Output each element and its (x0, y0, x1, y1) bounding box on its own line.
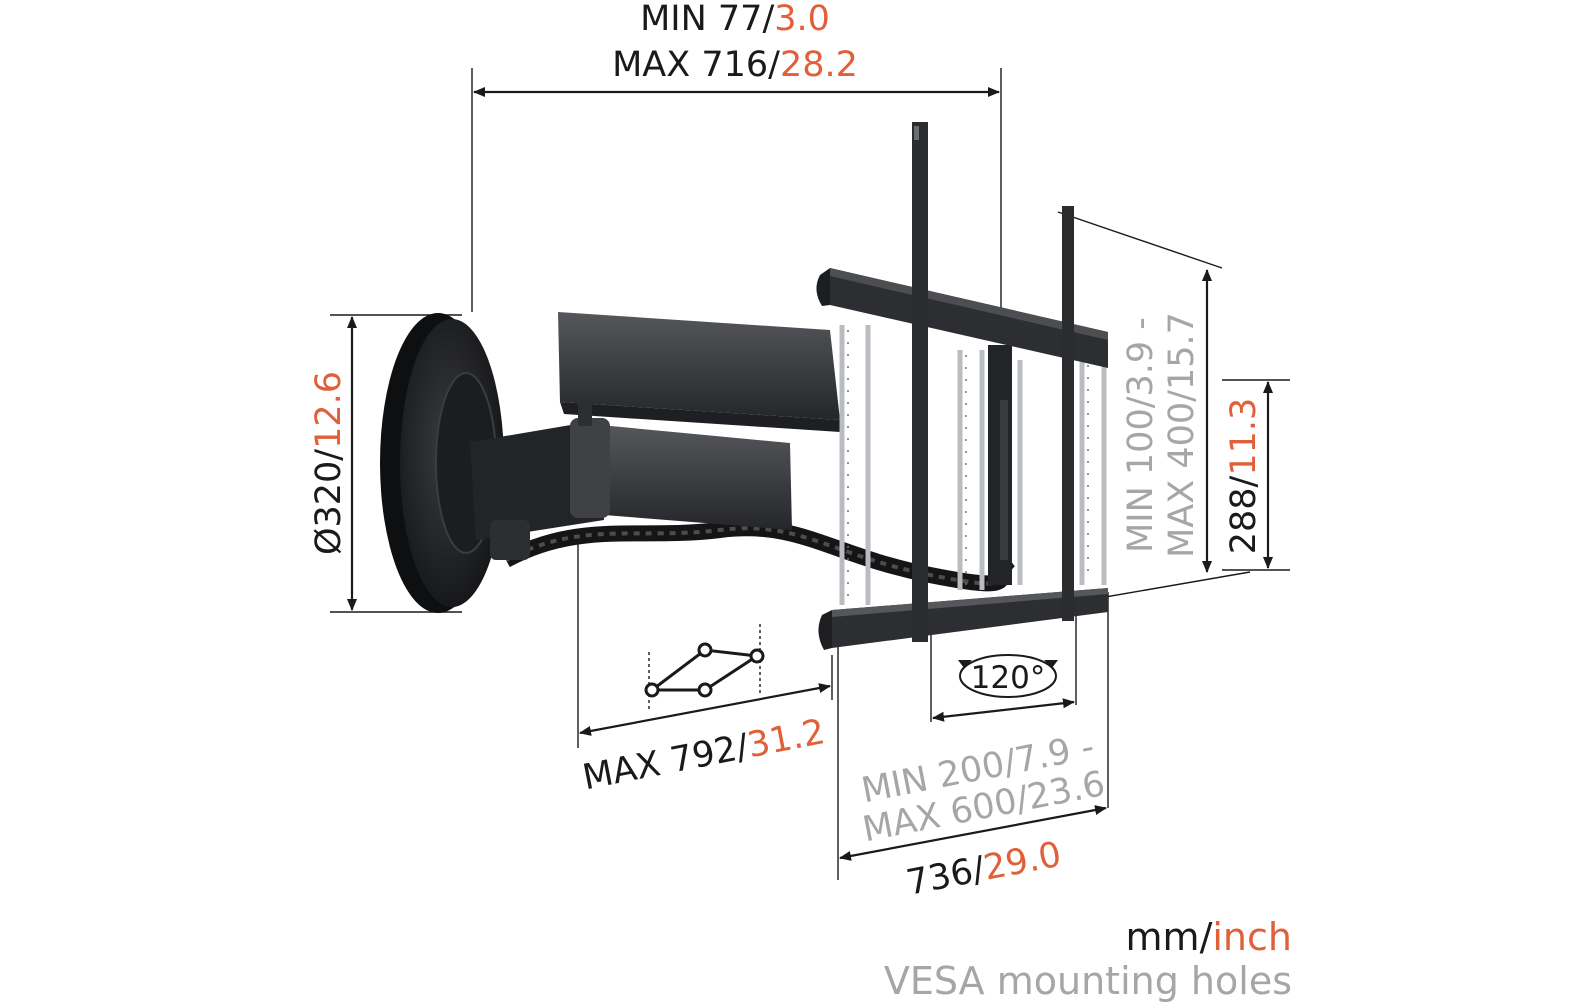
legend: mm/inch VESA mounting holes (884, 915, 1292, 1003)
vertical-hanger-bars (912, 122, 1074, 642)
legend-vesa: VESA mounting holes (884, 959, 1292, 1003)
plate-height-label: 288/11.3 (1224, 398, 1264, 555)
tv-mount-illustration (380, 122, 1108, 650)
wall-plate-diameter-label: Ø320/12.6 (309, 371, 349, 555)
total-width-label: 736/29.0 (903, 835, 1064, 904)
vesa-width-arrow (932, 698, 1075, 722)
vesa-height-label: MIN 100/3.9 - (1121, 317, 1161, 553)
cable (502, 520, 1016, 592)
reach-arrow (579, 683, 831, 736)
upper-arm (558, 312, 840, 432)
swivel-icon (644, 624, 765, 712)
rotation-label: 120° (971, 660, 1046, 696)
depth-min-label: MIN 77/3.0 (640, 0, 830, 39)
rotation-icon: 120° (958, 654, 1058, 698)
vesa-height-label-2: MAX 400/15.7 (1162, 312, 1202, 558)
dimension-arrows (347, 87, 1273, 861)
lower-arm (470, 418, 792, 560)
vesa-rails (839, 325, 1107, 605)
extension-lines (330, 68, 1290, 880)
total-width-arrow (839, 805, 1107, 861)
top-bracket (816, 268, 1108, 368)
legend-units: mm/inch (1126, 915, 1292, 959)
bottom-bracket (818, 588, 1108, 650)
depth-max-label: MAX 716/28.2 (612, 45, 858, 85)
